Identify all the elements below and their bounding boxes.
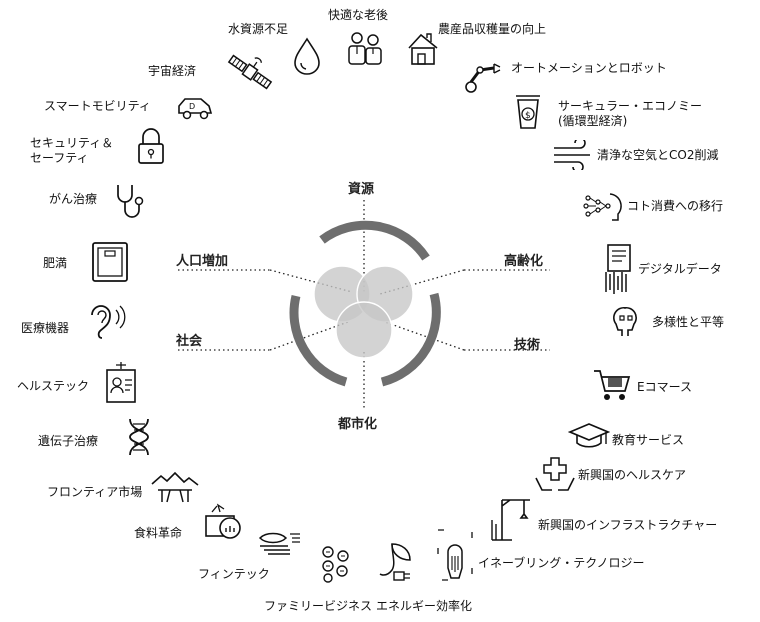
- theme-circular-1: サーキュラー・エコノミー: [558, 99, 703, 113]
- theme-eminfra: 新興国のインフラストラクチャー: [538, 518, 718, 532]
- recycle-cup-icon: $: [516, 95, 540, 129]
- theme-healthtech: ヘルステック: [17, 379, 90, 393]
- category-population: 人口増加: [176, 254, 229, 269]
- svg-text:D: D: [189, 102, 195, 111]
- elderly-couple-icon: [348, 32, 382, 65]
- theme-education: 教育サービス: [612, 433, 685, 447]
- ring-arc-top: [319, 220, 430, 261]
- crane-icon: [491, 499, 530, 541]
- theme-enabling: イネーブリング・テクノロジー: [478, 556, 645, 570]
- theme-frontier: フロンティア市場: [47, 485, 143, 499]
- theme-comfort: 快適な老後: [328, 8, 389, 22]
- mountain-market-icon: [151, 471, 199, 503]
- theme-water: 水資源不足: [228, 22, 289, 36]
- food-scale-icon: [205, 503, 241, 539]
- theme-family: ファミリービジネス: [264, 599, 373, 613]
- category-technology: 技術: [514, 338, 541, 353]
- theme-automation: オートメーションとロボット: [511, 61, 667, 75]
- theme-mobility: スマートモビリティ: [44, 99, 151, 113]
- theme-energy: エネルギー効率化: [376, 599, 473, 613]
- satellite-icon: [227, 54, 273, 90]
- water-drop-icon: [294, 37, 320, 75]
- robot-arm-icon: [465, 63, 501, 93]
- connector-upper-left-diag: [269, 269, 353, 293]
- theme-space: 宇宙経済: [148, 64, 197, 78]
- health-card-icon: [106, 362, 136, 403]
- theme-emhealth: 新興国のヘルスケア: [578, 468, 687, 482]
- svg-text:$: $: [525, 111, 531, 121]
- category-aging: 高齢化: [504, 254, 544, 269]
- ring-arc-right: [380, 292, 441, 387]
- venn-circle-bottom: [335, 301, 393, 359]
- document-fingerprint-icon: [605, 244, 631, 294]
- farm-house-icon: [408, 33, 438, 65]
- theme-ecommerce: Eコマース: [637, 380, 692, 394]
- card-swipe-icon: [258, 532, 300, 555]
- category-resources: 資源: [348, 182, 375, 197]
- car-icon: D: [178, 98, 213, 120]
- diverse-heads-icon: [613, 306, 637, 336]
- scale-icon: [92, 242, 128, 282]
- theme-digital: デジタルデータ: [638, 262, 722, 276]
- theme-agri: 農産品収穫量の向上: [438, 22, 547, 36]
- theme-genetic: 遺伝子治療: [38, 434, 99, 448]
- theme-diversity: 多様性と平等: [652, 315, 725, 329]
- theme-security-1: セキュリティ＆: [30, 136, 114, 150]
- padlock-icon: [138, 128, 164, 164]
- shopping-cart-icon: [594, 370, 631, 400]
- theme-obesity: 肥満: [43, 256, 68, 270]
- graduation-cap-icon: [568, 423, 610, 448]
- theme-cleanair: 清浄な空気とCO2削減: [597, 148, 719, 162]
- wind-icon: [554, 140, 590, 170]
- theme-fintech: フィンテック: [198, 567, 270, 581]
- theme-circular-2: (循環型経済): [558, 114, 628, 128]
- theme-security-2: セーフティ: [30, 151, 89, 165]
- leaf-plug-icon: [379, 543, 411, 581]
- theme-cancer: がん治療: [49, 192, 98, 206]
- family-coins-icon: [322, 546, 349, 583]
- ear-icon: [91, 305, 126, 339]
- connector-lower-left-diag: [269, 321, 349, 351]
- stethoscope-icon: [117, 185, 144, 218]
- network-head-icon: [583, 193, 622, 221]
- connector-lower-right-diag: [384, 321, 465, 351]
- theme-medical: 医療機器: [21, 321, 70, 335]
- category-society: 社会: [176, 334, 203, 349]
- category-urbanization: 都市化: [338, 417, 378, 432]
- dna-icon: [129, 418, 149, 456]
- hands-cross-icon: [535, 457, 575, 491]
- ring-arc-left: [289, 294, 348, 387]
- theme-experience: コト消費への移行: [627, 199, 724, 213]
- theme-food: 食料革命: [134, 526, 183, 540]
- chip-hand-icon: [437, 529, 473, 581]
